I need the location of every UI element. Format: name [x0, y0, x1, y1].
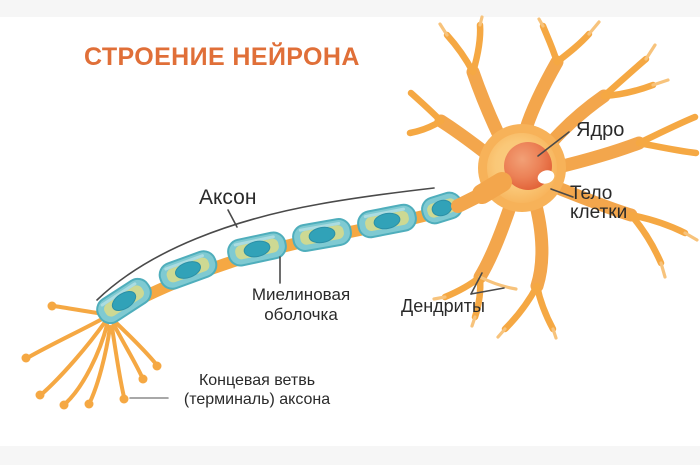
dendrite-twig — [659, 261, 667, 279]
dendrite-branch — [407, 89, 445, 125]
dendrite-branch — [406, 117, 445, 137]
bottom-frame-strip — [0, 446, 700, 465]
page-title: СТРОЕНИЕ НЕЙРОНА — [84, 43, 360, 71]
myelin-segment — [158, 250, 218, 290]
nucleus-pointer-line — [537, 131, 570, 157]
axon-hillock — [451, 172, 512, 213]
dendrite-branch — [469, 21, 484, 76]
dendrite-twig — [432, 295, 447, 301]
dendrite-twig — [478, 275, 518, 291]
dendrite-twig — [651, 78, 670, 87]
myelin-sheath — [96, 191, 463, 325]
dendrites-pointer-line — [470, 287, 505, 295]
nucleus-label: Ядро — [576, 119, 625, 141]
terminal-branch — [27, 316, 106, 359]
dendrite-trunk — [548, 136, 646, 175]
myelin-segment — [96, 277, 152, 325]
dendrite-twig — [496, 327, 507, 339]
dendrite-branch — [635, 139, 700, 157]
schwann-cell-nucleus — [308, 226, 336, 244]
dendrite-branch — [533, 282, 557, 333]
dendrite-twig — [470, 315, 477, 328]
terminal-branch — [110, 325, 126, 399]
axon-pointer-line — [227, 209, 238, 228]
terminal-branch — [64, 323, 109, 405]
terminal-bouton — [119, 394, 129, 404]
dendrites-pointer-line — [470, 272, 483, 295]
top-frame-strip — [0, 0, 700, 17]
terminal-branch — [111, 321, 144, 379]
schwann-cell-nucleus — [373, 212, 401, 230]
terminal-bouton — [152, 361, 162, 371]
axon-terminal-label: Концевая ветвь (терминаль) аксона — [183, 372, 331, 408]
dendrite-twig — [438, 22, 449, 37]
dendrite-twig — [587, 20, 601, 36]
dendrite-branch — [553, 30, 593, 66]
terminal-bouton — [59, 400, 69, 410]
schwann-cell-nucleus — [175, 261, 201, 279]
dendrite-branch — [443, 31, 477, 76]
dendrite-branch — [539, 22, 561, 66]
schwann-cell-nucleus — [111, 291, 137, 311]
dendrite-twig — [683, 231, 699, 242]
terminal-bouton — [138, 374, 148, 384]
dendrite-twig — [537, 17, 545, 28]
terminal-bouton — [84, 399, 94, 409]
schwann-cell-nucleus — [243, 240, 271, 258]
dendrite-branch — [635, 113, 699, 147]
axon-terminal-branches — [21, 301, 162, 410]
dendrite-trunk — [473, 194, 519, 284]
dendrite-twig — [551, 327, 558, 340]
myelin-sheath-label: Миелиновая оболочка — [251, 285, 351, 325]
dendrites — [406, 15, 700, 340]
dendrite-branch — [471, 273, 484, 321]
dendrite-trunk — [546, 179, 638, 222]
axon-span-line — [96, 187, 435, 301]
axon-label: Аксон — [199, 186, 257, 209]
terminal-bouton — [47, 301, 57, 311]
dendrite-branch — [501, 282, 541, 333]
dendrites-label: Дендриты — [401, 296, 485, 316]
terminal-bouton — [21, 353, 31, 363]
cell-body-pointer-line — [550, 188, 574, 198]
nucleus-highlight — [537, 170, 555, 184]
dendrite-branch — [600, 81, 657, 100]
terminal-branch — [88, 325, 112, 404]
dendrite-trunk — [527, 191, 549, 293]
terminal-branch — [41, 320, 107, 395]
cell-body-label: Тело клетки — [570, 183, 628, 224]
myelin-segment — [227, 231, 287, 267]
terminal-bouton — [35, 390, 45, 400]
dendrite-branch — [627, 211, 665, 267]
dendrite-twig — [644, 43, 657, 61]
dendrite-twig — [478, 15, 484, 27]
myelin-segment — [292, 218, 352, 252]
myelin-segment — [357, 203, 417, 239]
